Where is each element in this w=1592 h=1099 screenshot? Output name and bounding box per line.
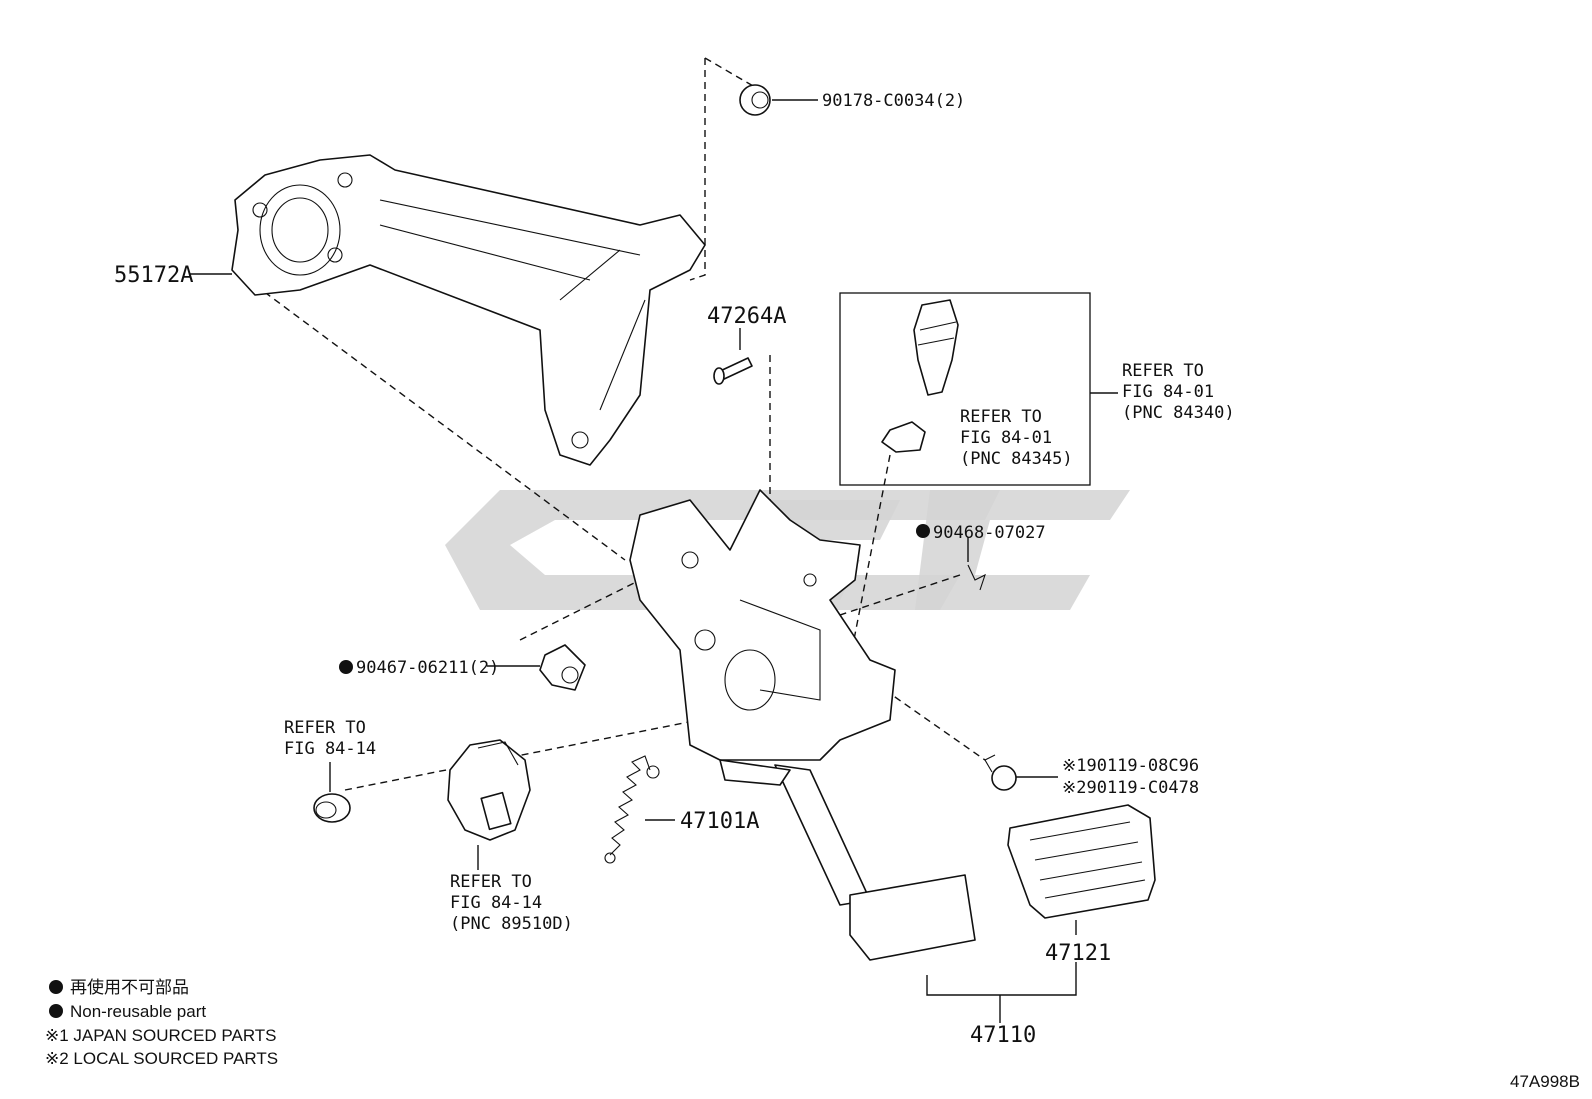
ref-note-pnc-84340: REFER TO FIG 84-01 (PNC 84340) (1122, 361, 1235, 423)
legend-bullet-icon (49, 1004, 63, 1018)
clip-90467 (487, 644, 586, 691)
sensor-fig-84-14 (447, 739, 531, 870)
bracket-55172A (190, 154, 706, 466)
legend-bullet-icon (49, 980, 63, 994)
spring-47101A (604, 755, 675, 864)
nut-90178 (739, 84, 818, 116)
assembly-bracket-47110 (926, 962, 1077, 1023)
legend-line-2: Non-reusable part (70, 1002, 206, 1021)
ref-note-pnc-89510D: REFER TO FIG 84-14 (PNC 89510D) (450, 872, 573, 934)
clip-90468 (967, 537, 986, 591)
bolt-90119 (984, 754, 1058, 791)
grommet-fig-84-14 (313, 762, 351, 823)
non-reusable-marker (339, 660, 353, 674)
label-55172A: 55172A (114, 263, 193, 288)
legend: 再使用不可部品 Non-reusable part ※1 JAPAN SOURC… (45, 977, 278, 1068)
non-reusable-marker (916, 524, 930, 538)
legend-line-3: ※1 JAPAN SOURCED PARTS (45, 1026, 277, 1045)
ref-note-fig-84-14: REFER TO FIG 84-14 (284, 718, 376, 759)
pad-47121 (1007, 804, 1156, 935)
legend-line-4: ※2 LOCAL SOURCED PARTS (45, 1049, 278, 1068)
figure-id: 47A998B (1510, 1072, 1580, 1091)
label-90467: 90467-06211(2) (356, 658, 499, 678)
label-47121: 47121 (1045, 941, 1111, 966)
switch-box (839, 292, 1118, 486)
label-90119-local: ※290119-C0478 (1062, 778, 1199, 798)
ref-note-pnc-84345: REFER TO FIG 84-01 (PNC 84345) (960, 407, 1073, 469)
label-90178: 90178-C0034(2) (822, 91, 965, 111)
label-90468: 90468-07027 (933, 523, 1046, 543)
legend-line-1: 再使用不可部品 (70, 977, 189, 997)
pin-47264A (713, 328, 753, 385)
pedal-assembly (629, 489, 976, 961)
label-90119-japan: ※190119-08C96 (1062, 756, 1199, 776)
label-47101A: 47101A (680, 809, 759, 834)
label-47264A: 47264A (707, 304, 786, 329)
label-47110: 47110 (970, 1023, 1036, 1048)
